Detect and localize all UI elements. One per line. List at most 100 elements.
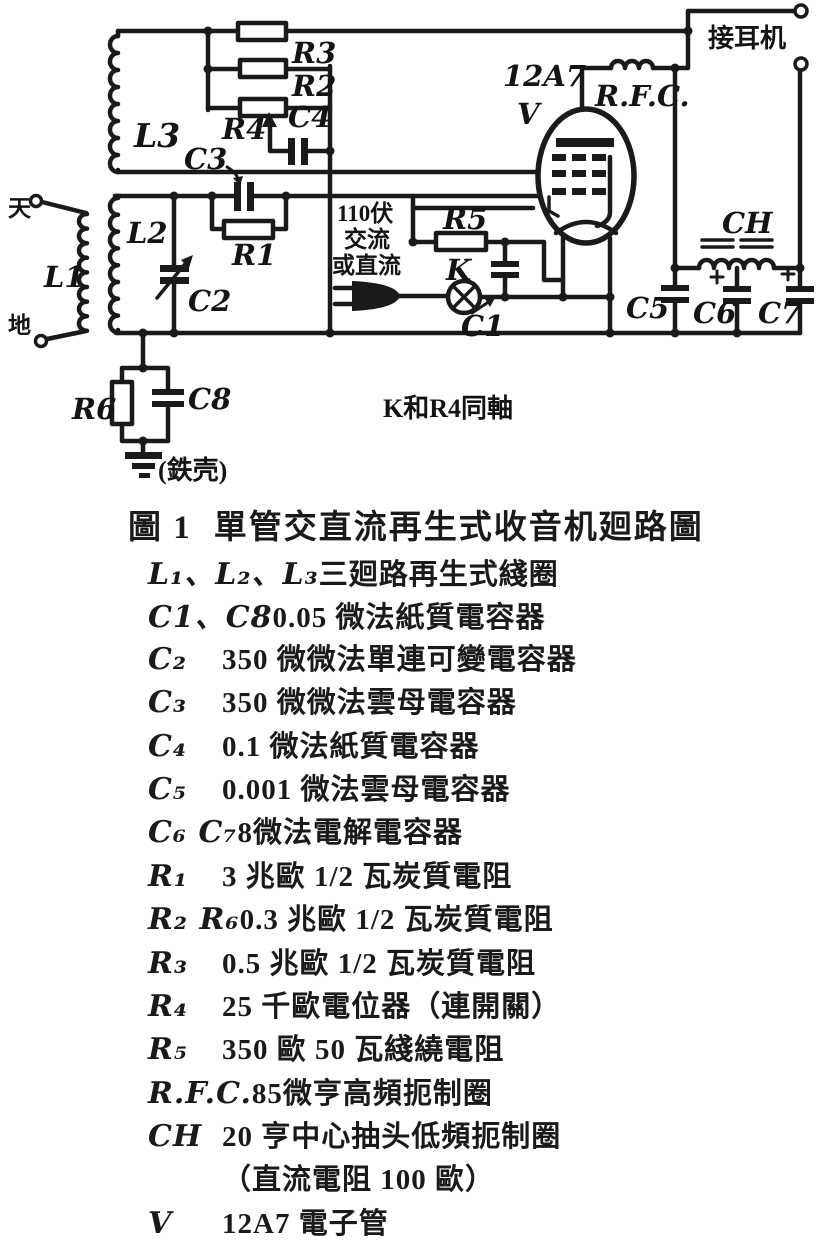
part-symbol: R₃	[148, 945, 189, 981]
capacitor-c6	[709, 269, 751, 304]
part-symbol: V	[148, 1205, 173, 1241]
tube-grids	[552, 154, 606, 195]
resistor-r5	[433, 230, 489, 253]
part-symbol: C₃	[148, 685, 188, 721]
part-symbol: C₂	[148, 641, 188, 677]
coil-l2	[107, 193, 123, 336]
filter-choke-ch	[696, 238, 777, 271]
coil-l1	[76, 211, 90, 334]
resistor-r1	[221, 218, 276, 241]
label-l3: L3	[133, 116, 180, 155]
parts-row-c2: C₂ 350 微微法單連可變電容器	[148, 636, 808, 679]
figure-title: 單管交直流再生式收音机廻路圖	[213, 510, 704, 546]
part-desc: （直流電阻 100 歐）	[222, 1164, 496, 1197]
label-r6: R6	[71, 392, 116, 426]
label-power-ac: 交流	[344, 226, 390, 252]
parts-row-r1: R₁ 3 兆歐 1/2 瓦炭質電阻	[148, 853, 808, 896]
parts-row-rfc: R.F.C.85微亨高頻扼制圈	[148, 1070, 808, 1113]
capacitor-c3	[234, 182, 254, 211]
junction-dots	[138, 26, 805, 446]
label-earphone: 接耳机	[708, 24, 786, 53]
label-chassis: (鉄壳)	[158, 455, 227, 485]
switch-k	[445, 278, 483, 316]
label-tube-v: V	[517, 97, 542, 131]
part-symbol: R.F.C.	[148, 1075, 252, 1111]
label-rfc: R.F.C.	[594, 79, 690, 113]
part-desc: 12A7 電子管	[222, 1207, 389, 1240]
part-desc: 85微亨高頻扼制圈	[251, 1077, 493, 1110]
part-symbol: CH	[148, 1119, 203, 1155]
label-c3: C3	[184, 142, 227, 176]
capacitor-c4	[288, 138, 308, 165]
part-desc: 25 千歐電位器（連開關）	[222, 990, 562, 1023]
resistor-r3	[235, 20, 289, 43]
label-r1: R1	[231, 238, 276, 272]
part-desc: 0.5 兆歐 1/2 瓦炭質電阻	[222, 947, 537, 980]
label-coax-note: K和R4同軸	[383, 393, 513, 423]
part-desc: 0.05 微法紙質電容器	[272, 602, 546, 635]
parts-row-v: V 12A7 電子管	[148, 1200, 808, 1243]
label-c1: C1	[461, 309, 504, 343]
circuit-diagram: R3 R2 R4 C4 C3 L3 L2 L1 C2 R1 R6 C8 R5 K…	[8, 3, 814, 485]
resistor-r6	[109, 379, 135, 427]
label-tube-type: 12A7	[503, 59, 586, 93]
label-power-voltage: 110伏	[337, 200, 393, 226]
capacitor-c5	[661, 285, 689, 303]
label-c7: C7	[758, 296, 801, 330]
part-symbol: R₅	[148, 1032, 189, 1068]
parts-row-r5: R₅ 350 歐 50 瓦綫繞電阻	[148, 1026, 808, 1069]
c1-pointer-arrow	[470, 298, 495, 315]
part-desc: 350 歐 50 瓦綫繞電阻	[222, 1034, 505, 1067]
label-switch-k: K	[445, 253, 473, 287]
part-desc: 0.001 微法雲母電容器	[222, 773, 511, 806]
coil-l3	[107, 28, 121, 175]
parts-row-c3: C₃ 350 微微法雲母電容器	[148, 679, 808, 722]
parts-row-r4: R₄ 25 千歐電位器（連開關）	[148, 983, 808, 1026]
capacitor-c1	[491, 261, 519, 278]
label-antenna: 天	[8, 196, 32, 221]
label-l2: L2	[126, 216, 168, 250]
part-desc: 350 微微法單連可變電容器	[222, 643, 577, 676]
part-symbol: R₄	[148, 988, 189, 1024]
label-c8: C8	[188, 382, 231, 416]
ground-terminal	[33, 333, 49, 349]
rfc-choke-coil	[608, 58, 656, 71]
earphone-terminals	[793, 3, 809, 72]
label-ch: CH	[722, 206, 774, 240]
figure-number: 圖 1	[128, 510, 192, 546]
parts-row-r3: R₃ 0.5 兆歐 1/2 瓦炭質電阻	[148, 940, 808, 983]
label-r5: R5	[442, 202, 487, 236]
label-c2: C2	[188, 284, 231, 318]
parts-row-ch-note: （直流電阻 100 歐）	[148, 1156, 808, 1199]
part-symbol: R₂ R₆	[148, 902, 240, 938]
part-desc: 8微法電解電容器	[237, 817, 463, 850]
label-l1: L1	[43, 260, 85, 294]
part-symbol: C₄	[148, 728, 188, 764]
part-desc: 三廻路再生式綫圈	[318, 559, 559, 591]
resistor-r2	[237, 57, 289, 80]
label-c6: C6	[693, 296, 736, 330]
c3-pointer-arrow	[225, 165, 243, 186]
part-desc: 3 兆歐 1/2 瓦炭質電阻	[222, 860, 513, 893]
resistor-r4-potentiometer	[237, 96, 289, 127]
part-desc: 350 微微法雲母電容器	[222, 687, 517, 720]
capacitor-c2-variable	[155, 255, 193, 300]
label-c5: C5	[626, 291, 669, 325]
part-symbol: L₁、L₂、L₃	[148, 557, 319, 592]
label-r4: R4	[221, 112, 266, 146]
part-symbol: C1、C8	[148, 600, 273, 636]
part-symbol: R₁	[148, 858, 189, 894]
capacitor-c7	[780, 266, 814, 304]
label-power-dc: 或直流	[332, 252, 401, 278]
label-r2: R2	[291, 69, 336, 103]
tube-12a7	[535, 106, 637, 246]
label-ground: 地	[8, 313, 31, 338]
